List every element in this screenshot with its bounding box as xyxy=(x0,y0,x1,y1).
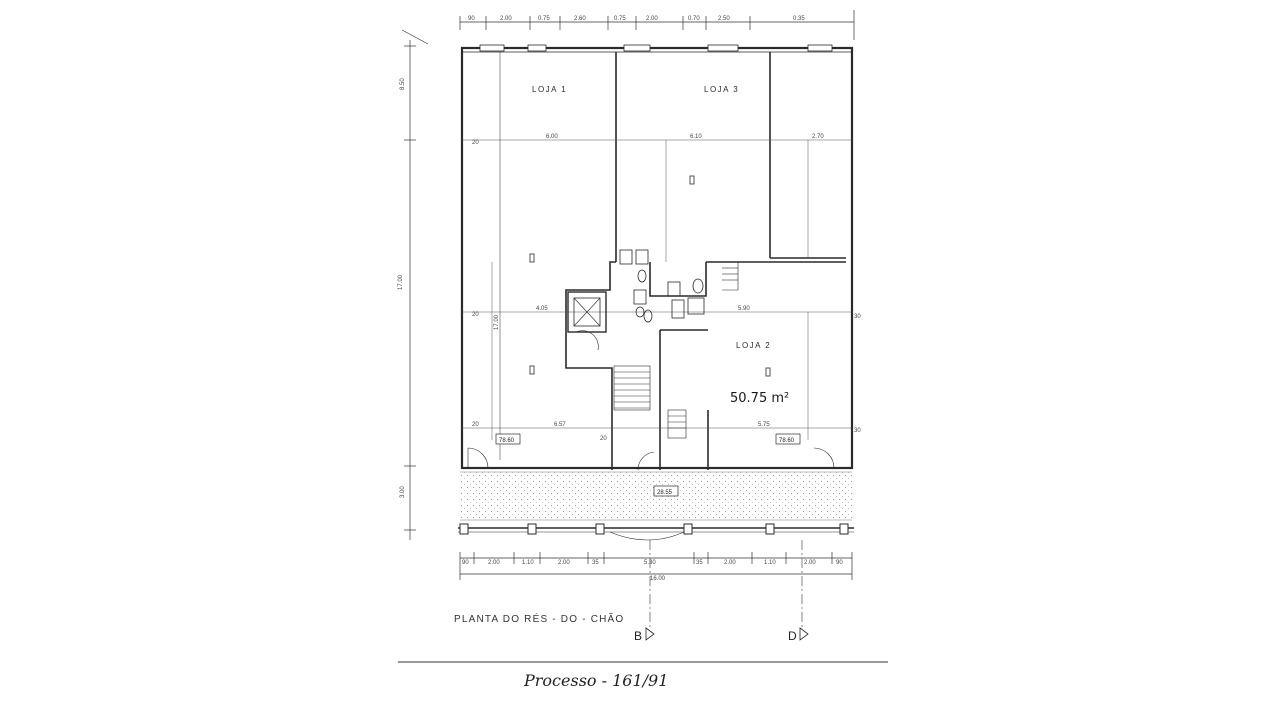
area-box-left: 78.60 xyxy=(499,438,515,444)
section-arrow-d xyxy=(799,627,809,641)
top-dimension-line xyxy=(459,10,855,40)
inner-dim-0: 6.00 xyxy=(546,134,558,140)
dim-top-7: 2.50 xyxy=(718,16,730,22)
dim-top-4: 0.75 xyxy=(614,16,626,22)
section-arrow-b xyxy=(645,627,655,641)
dim-top-6: 0.70 xyxy=(688,16,700,22)
elevator-shaft xyxy=(567,291,607,351)
section-markers: B D xyxy=(634,627,809,643)
plan-title: PLANTA DO RÉS - DO - CHÃO xyxy=(454,612,624,625)
dim-bottom-9: 2.00 xyxy=(804,560,816,566)
process-number: Processo - 161/91 xyxy=(523,671,668,690)
inner-dim-13: 30 xyxy=(854,428,861,434)
dim-top-8: 0.35 xyxy=(793,16,805,22)
inner-dim-4: 5.90 xyxy=(738,306,750,312)
room-label-loja-3: LOJA 3 xyxy=(704,85,739,94)
left-dimension-line xyxy=(401,29,429,540)
dim-bottom-6: 35 xyxy=(696,560,703,566)
side-dim-1: 17.00 xyxy=(398,274,404,290)
inner-dim-9: 20 xyxy=(472,312,479,318)
dim-top-0: 90 xyxy=(468,16,475,22)
building-walls xyxy=(460,44,854,470)
inner-dim-2: 2.70 xyxy=(812,134,824,140)
inner-dim-10: 20 xyxy=(472,422,479,428)
staircase xyxy=(613,261,739,439)
dim-top-2: 0.75 xyxy=(538,16,550,22)
area-label-loja-2: 50.75 m² xyxy=(730,391,789,406)
room-label-loja-2: LOJA 2 xyxy=(736,341,771,350)
section-marker-b: B xyxy=(634,629,642,643)
section-marker-d: D xyxy=(788,629,797,643)
inner-dim-12: 30 xyxy=(854,314,861,320)
floor-plan-drawing: 90 2.00 0.75 2.60 0.75 2.00 0.70 2.50 0.… xyxy=(398,10,888,690)
inner-dim-7: 17.00 xyxy=(494,314,500,330)
side-dim-2: 3.00 xyxy=(400,486,406,498)
area-box-bottom: 28.55 xyxy=(657,490,673,496)
dim-bottom-0: 90 xyxy=(462,560,469,566)
inner-dim-3: 4.05 xyxy=(536,306,548,312)
floor-plan-sheet: 90 2.00 0.75 2.60 0.75 2.00 0.70 2.50 0.… xyxy=(388,0,892,720)
dim-bottom-8: 1.10 xyxy=(764,560,776,566)
inner-dimensions: 6.00 6.10 2.70 4.05 5.90 6.57 5.75 17.00… xyxy=(472,134,861,442)
dim-top-5: 2.00 xyxy=(646,16,658,22)
dim-top-1: 2.00 xyxy=(500,16,512,22)
interior-walls xyxy=(499,52,846,470)
inner-dim-6: 5.75 xyxy=(758,422,770,428)
dim-bottom-3: 2.00 xyxy=(558,560,570,566)
bottom-dimension-line xyxy=(459,552,853,580)
facade-line xyxy=(458,523,854,541)
columns xyxy=(529,175,771,377)
dim-bottom-total: 16.00 xyxy=(650,576,666,582)
side-dim-0: 8.50 xyxy=(400,78,406,90)
dim-bottom-7: 2.00 xyxy=(724,560,736,566)
inner-dim-11: 20 xyxy=(600,436,607,442)
inner-dim-8: 20 xyxy=(472,140,479,146)
door-swings xyxy=(467,447,835,471)
dim-bottom-2: 1.10 xyxy=(522,560,534,566)
reference-lines xyxy=(462,139,852,440)
dim-bottom-1: 2.00 xyxy=(488,560,500,566)
dim-bottom-10: 90 xyxy=(836,560,843,566)
room-label-loja-1: LOJA 1 xyxy=(532,85,567,94)
area-box-right: 78.60 xyxy=(779,438,795,444)
section-cut-lines xyxy=(649,540,803,628)
dim-bottom-4: 35 xyxy=(592,560,599,566)
inner-dim-5: 6.57 xyxy=(554,422,566,428)
inner-dim-1: 6.10 xyxy=(690,134,702,140)
top-dimension-values: 90 2.00 0.75 2.60 0.75 2.00 0.70 2.50 0.… xyxy=(468,16,805,22)
area-boxes: 78.60 78.60 28.55 xyxy=(495,433,801,497)
sanitary-fixtures xyxy=(619,249,705,323)
dim-top-3: 2.60 xyxy=(574,16,586,22)
